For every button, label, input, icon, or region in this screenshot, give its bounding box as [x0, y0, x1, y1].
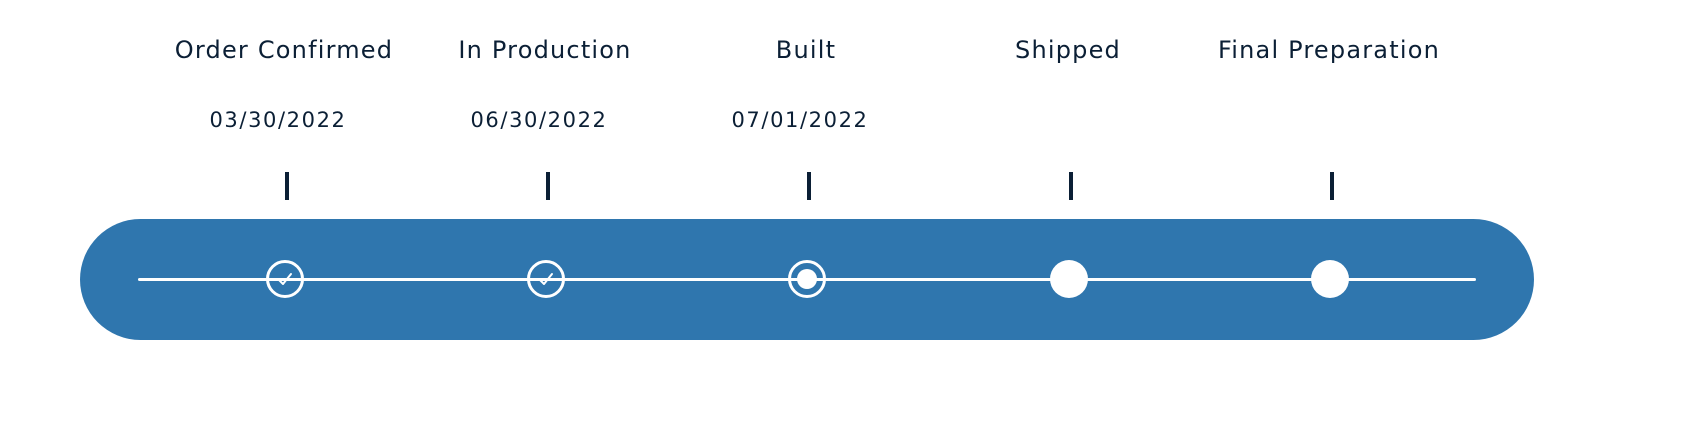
stage-label-in-production: In Production [458, 36, 632, 64]
stage-date-order-confirmed: 03/30/2022 [209, 108, 347, 132]
stage-node-final-preparation [1311, 260, 1349, 298]
stage-label-shipped: Shipped [1015, 36, 1121, 64]
stage-tick [285, 172, 289, 200]
stage-tick [807, 172, 811, 200]
stage-date-in-production: 06/30/2022 [470, 108, 608, 132]
stage-date-built: 07/01/2022 [731, 108, 869, 132]
stage-node-in-production [527, 260, 565, 298]
checkmark-icon [278, 273, 292, 285]
stage-tick [546, 172, 550, 200]
stage-tick [1330, 172, 1334, 200]
stage-label-built: Built [775, 36, 837, 64]
stage-label-final-preparation: Final Preparation [1218, 36, 1440, 64]
stage-node-order-confirmed [266, 260, 304, 298]
stage-label-order-confirmed: Order Confirmed [174, 36, 394, 64]
stage-node-shipped [1050, 260, 1088, 298]
checkmark-icon [539, 273, 553, 285]
current-dot-icon [797, 269, 817, 289]
stage-node-built [788, 260, 826, 298]
stage-tick [1069, 172, 1073, 200]
